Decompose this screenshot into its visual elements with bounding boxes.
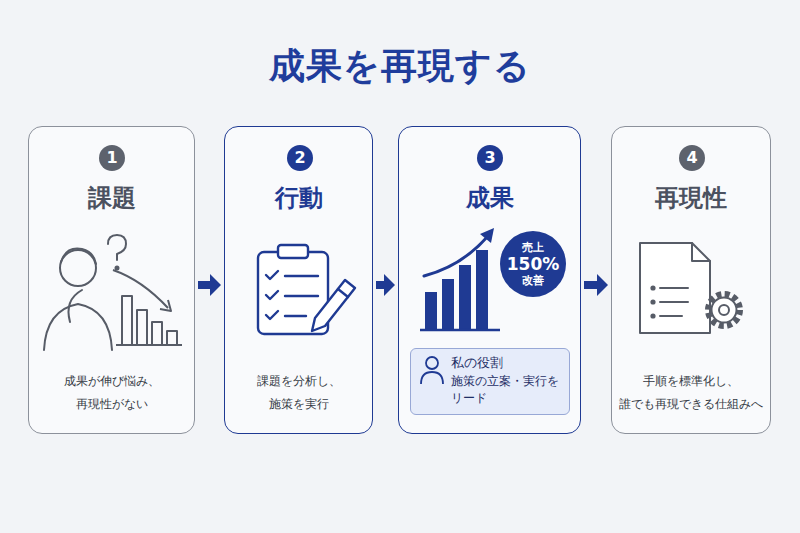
badge-label: 売上: [522, 241, 544, 254]
step-number-text: 4: [686, 145, 697, 171]
step-number: 1: [99, 145, 125, 171]
flow-arrow: [584, 274, 608, 296]
step-card: 成果 3 売上150%改善私の役割施策の立案・実行を リード: [398, 126, 581, 434]
step-number: 3: [477, 145, 503, 171]
document-gear-icon: [640, 243, 740, 333]
flow-arrow: [376, 274, 395, 296]
role-heading: 私の役割: [451, 354, 503, 371]
growth-chart-icon: [420, 228, 500, 330]
step-description: 手順を標準化し、 誰でも再現できる仕組みへ: [615, 370, 767, 416]
step-heading: 再現性: [612, 183, 770, 213]
step-number: 4: [679, 145, 705, 171]
worried-person-icon: [44, 235, 126, 350]
diagram-title: 成果を再現する: [0, 42, 800, 90]
step-heading: 成果: [399, 183, 580, 213]
step-heading: 課題: [29, 183, 194, 213]
arrow-shaft: [376, 281, 386, 289]
step-card: 再現性手順を標準化し、 誰でも再現できる仕組みへ 4: [611, 126, 771, 434]
step-number: 2: [287, 145, 313, 171]
step-card: 課題成果が伸び悩み、 再現性がない 1: [28, 126, 195, 434]
arrow-head: [384, 274, 395, 296]
step-number-text: 1: [106, 145, 117, 171]
arrow-shaft: [198, 281, 212, 289]
arrow-shaft: [584, 281, 599, 289]
step-number-text: 3: [484, 145, 495, 171]
flow-arrow: [198, 274, 221, 296]
clipboard-icon: [258, 245, 355, 334]
step-number-text: 2: [294, 145, 305, 171]
result-badge: 売上150%改善: [500, 231, 566, 297]
arrow-head: [210, 274, 221, 296]
step-card: 行動課題を分析し、 施策を実行 2: [224, 126, 373, 434]
step-heading: 行動: [225, 183, 372, 213]
step-description: 成果が伸び悩み、 再現性がない: [37, 370, 187, 416]
role-person-icon: [421, 357, 443, 384]
arrow-head: [597, 274, 608, 296]
step-description: 課題を分析し、 施策を実行: [234, 370, 364, 416]
declining-chart-icon: [113, 270, 182, 345]
role-box: 私の役割施策の立案・実行を リード: [410, 348, 570, 415]
badge-label: 改善: [522, 274, 544, 287]
badge-value: 150%: [507, 254, 560, 274]
role-description: 施策の立案・実行を リード: [451, 373, 569, 407]
